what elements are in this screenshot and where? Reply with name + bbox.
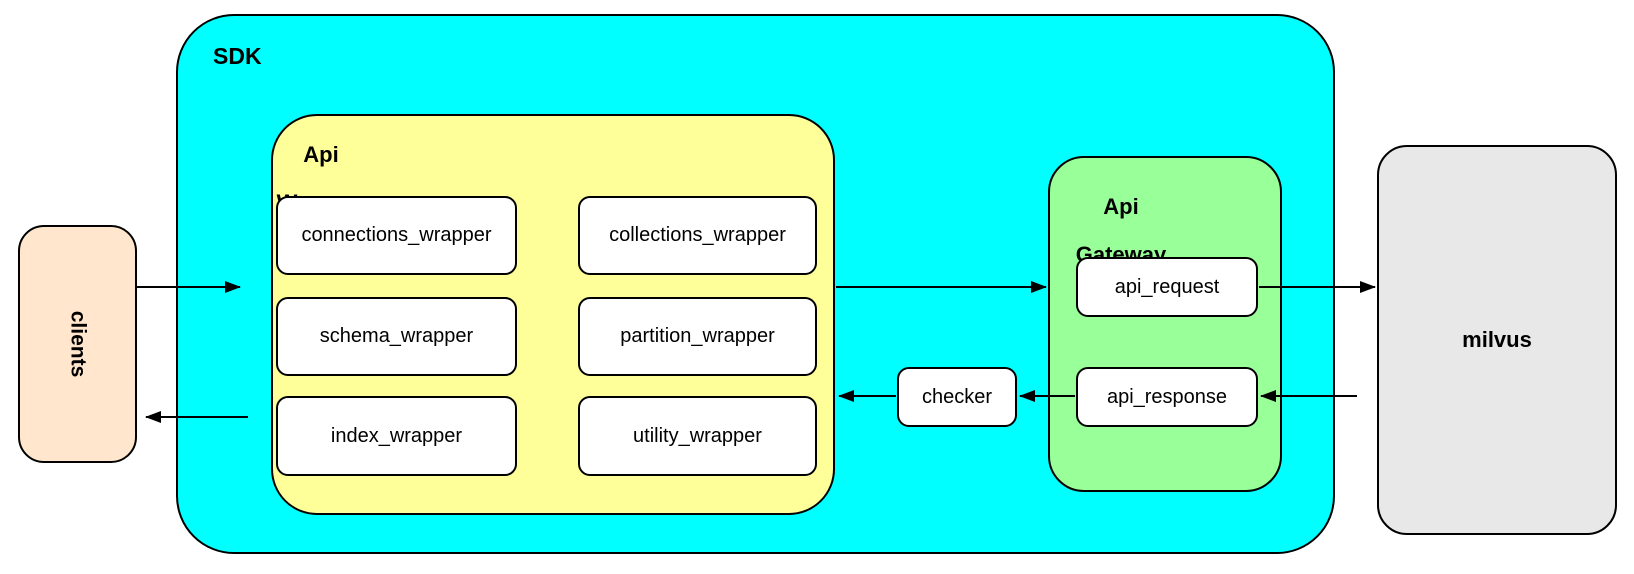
api-gateway-label-line1: Api (1103, 194, 1139, 219)
node-collections-wrapper: collections_wrapper (578, 196, 817, 275)
clients-node: clients (18, 225, 137, 463)
sdk-label: SDK (213, 43, 262, 69)
node-utility-wrapper: utility_wrapper (578, 396, 817, 476)
clients-label: clients (66, 310, 90, 378)
node-partition-wrapper: partition_wrapper (578, 297, 817, 376)
node-schema-wrapper: schema_wrapper (276, 297, 517, 376)
api-gateway-group (1048, 156, 1282, 492)
milvus-node: milvus (1377, 145, 1617, 535)
node-connections-wrapper: connections_wrapper (276, 196, 517, 275)
node-checker: checker (897, 367, 1017, 427)
node-api-request: api_request (1076, 257, 1258, 317)
node-index-wrapper: index_wrapper (276, 396, 517, 476)
node-api-response: api_response (1076, 367, 1258, 427)
api-wrapper-label-line1: Api (303, 142, 339, 167)
